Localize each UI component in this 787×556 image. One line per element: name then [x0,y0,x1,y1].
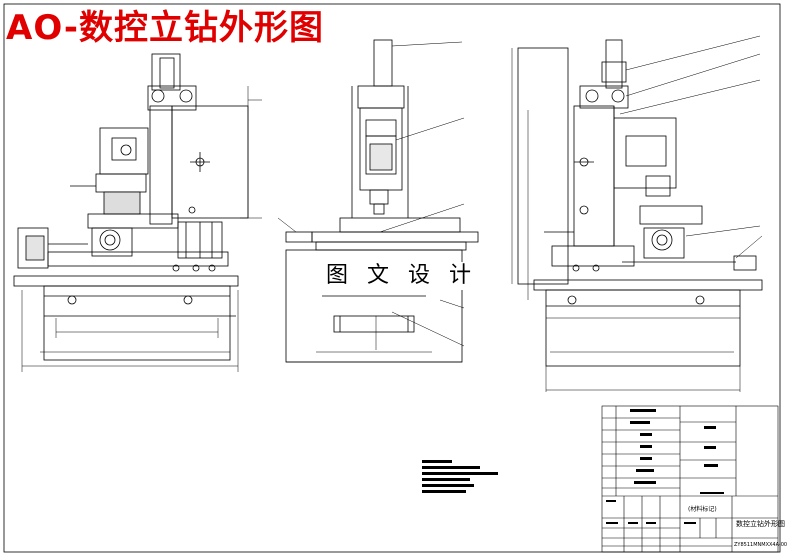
material-note: (材料标记) [688,506,717,513]
drawing-number: ZY8511MNMXX4A-00 [734,542,787,548]
right-view [511,35,763,392]
technical-notes [422,460,498,493]
front-view [13,53,262,372]
side-view [277,39,479,363]
drawing-title: AO-数控立钻外形图 [6,8,324,48]
drawing-border [3,3,781,553]
watermark-text: 图 文 设 计 [322,262,481,290]
title-block [601,405,779,553]
drawing-name: 数控立钻外形图 [736,520,785,528]
